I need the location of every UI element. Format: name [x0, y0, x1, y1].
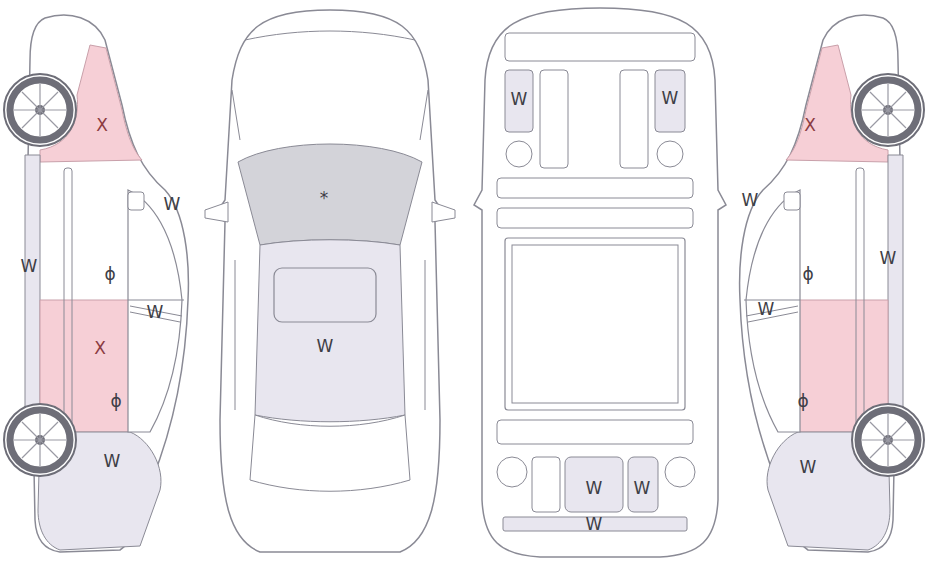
- damage-mark: W: [800, 459, 817, 476]
- damage-mark: W: [147, 304, 164, 321]
- damage-mark: W: [164, 196, 181, 213]
- damage-mark: W: [662, 90, 679, 107]
- damage-mark: W: [21, 258, 38, 275]
- damage-mark: W: [742, 192, 759, 209]
- damage-mark: ϕ: [797, 393, 808, 410]
- damage-mark: W: [317, 338, 334, 355]
- damage-mark: ϕ: [802, 266, 813, 283]
- damage-mark: W: [634, 480, 651, 497]
- damage-mark: ϕ: [104, 266, 115, 283]
- damage-mark: W: [758, 301, 775, 318]
- damage-mark: X: [94, 340, 106, 357]
- damage-mark: W: [586, 516, 603, 533]
- damage-mark: *: [320, 190, 329, 207]
- damage-mark: W: [511, 91, 528, 108]
- damage-mark: X: [96, 117, 108, 134]
- damage-mark: W: [586, 480, 603, 497]
- damage-mark: X: [804, 117, 816, 134]
- damage-mark: W: [880, 250, 897, 267]
- damage-mark: ϕ: [110, 393, 121, 410]
- damage-mark: W: [104, 453, 121, 470]
